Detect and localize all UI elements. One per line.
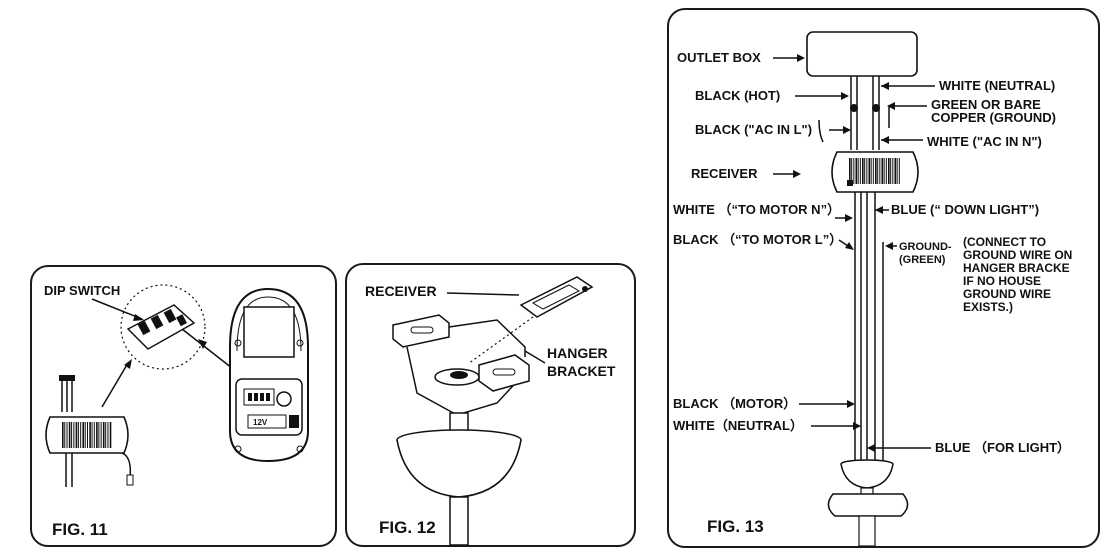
remote-voltage: 12V <box>253 418 268 427</box>
hanger-bracket <box>392 314 530 416</box>
fig12-panel: RECEIVER HANGER BRACKET FIG. 12 <box>345 263 636 547</box>
black-to-motor-l-label: BLACK （“TO MOTOR L”） <box>673 232 842 247</box>
fig13-drawing: OUTLET BOX BLACK (HOT) BLACK ("AC IN L")… <box>673 31 1072 547</box>
connector-white <box>872 104 880 112</box>
zoom-arrow-receiver <box>101 362 129 408</box>
black-ac-in-l-label: BLACK ("AC IN L") <box>695 122 812 137</box>
connect-note-5: GROUND WIRE <box>963 287 1051 301</box>
hanger-label-2: BRACKET <box>547 363 616 379</box>
outlet-box <box>806 31 918 77</box>
receiver-device <box>519 276 594 318</box>
fig13-panel: OUTLET BOX BLACK (HOT) BLACK ("AC IN L")… <box>667 8 1100 548</box>
white-ac-in-n-label: WHITE ("AC IN N") <box>927 134 1042 149</box>
receiver-unit <box>831 151 919 193</box>
blue-down-light-label: BLUE (“ DOWN LIGHT”) <box>891 202 1039 217</box>
connector-black <box>850 104 858 112</box>
dip-switch-label: DIP SWITCH <box>44 283 120 298</box>
outlet-box-label: OUTLET BOX <box>677 50 761 65</box>
receiver-unit <box>45 375 134 487</box>
fig11-drawing: DIP SWITCH 12V <box>44 283 309 539</box>
fan-canopy <box>827 459 909 547</box>
green-bare-label-2: COPPER (GROUND) <box>931 110 1056 125</box>
fig13-caption: FIG. 13 <box>707 517 764 536</box>
white-neutral-label: WHITE (NEUTRAL) <box>939 78 1055 93</box>
hanger-arrow <box>524 350 546 364</box>
ground-label-2: (GREEN) <box>899 254 946 266</box>
fig12-drawing: RECEIVER HANGER BRACKET FIG. 12 <box>365 276 616 546</box>
magnify-circle <box>120 284 206 370</box>
connect-note-3: HANGER BRACKE <box>963 261 1070 275</box>
black-motor-label: BLACK （MOTOR） <box>673 396 796 411</box>
connect-note-1: (CONNECT TO <box>963 235 1046 249</box>
connect-note-4: IF NO HOUSE <box>963 274 1041 288</box>
blue-for-light-label: BLUE （FOR LIGHT） <box>935 440 1070 455</box>
dip-switch-arrow <box>91 298 143 320</box>
green-bare-label-1: GREEN OR BARE <box>931 97 1041 112</box>
connect-note-2: GROUND WIRE ON <box>963 248 1072 262</box>
connect-note-6: EXISTS.) <box>963 300 1013 314</box>
fig11-panel: DIP SWITCH 12V <box>30 265 337 547</box>
receiver-arrow <box>446 292 520 296</box>
dip-switch-magnified <box>126 304 196 350</box>
downrod-canopy <box>396 412 522 546</box>
ground-label-1: GROUND- <box>899 241 952 253</box>
fig12-caption: FIG. 12 <box>379 518 436 537</box>
hanger-label-1: HANGER <box>547 345 608 361</box>
fig11-caption: FIG. 11 <box>52 520 108 539</box>
receiver-label: RECEIVER <box>365 283 437 299</box>
white-neutral-motor-label: WHITE（NEUTRAL） <box>673 418 803 433</box>
white-to-motor-n-label: WHITE （“TO MOTOR N”） <box>673 202 840 217</box>
remote-control: 12V <box>229 287 309 463</box>
receiver-label: RECEIVER <box>691 166 758 181</box>
black-hot-label: BLACK (HOT) <box>695 88 780 103</box>
